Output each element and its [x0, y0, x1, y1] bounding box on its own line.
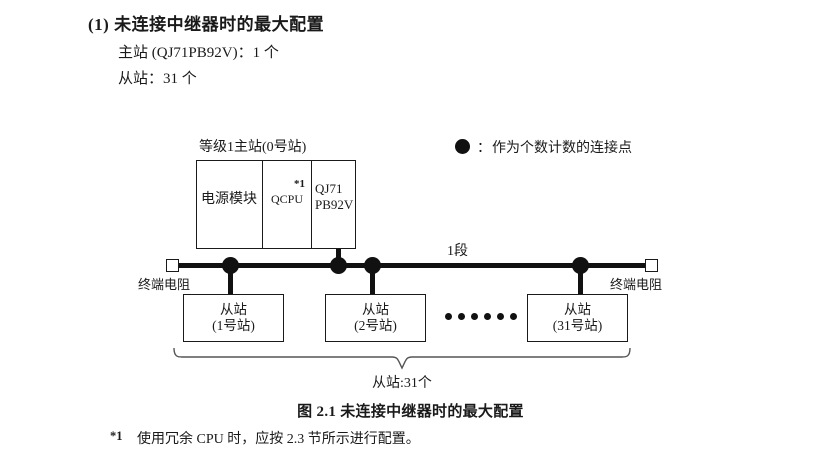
- slave-station-number: (2号站): [354, 318, 397, 333]
- legend-colon: ：: [477, 141, 491, 156]
- connection-node: [330, 257, 347, 274]
- ellipsis-dot: [510, 313, 517, 320]
- slave-drop-lead: [578, 265, 583, 295]
- terminal-resistor-left-icon: [166, 259, 179, 272]
- rack-divider-1: [262, 160, 263, 249]
- footnote-marker: *1: [110, 429, 123, 443]
- legend-connection-point-icon: [455, 139, 470, 154]
- slave-range-brace: [173, 348, 631, 370]
- slave-station-name: 从站: [564, 302, 591, 317]
- ellipsis-dot: [445, 313, 452, 320]
- power-supply-module-label: 电源模块: [201, 192, 257, 207]
- terminal-resistor-right-label: 终端电阻: [610, 277, 663, 292]
- terminal-resistor-left-label: 终端电阻: [138, 277, 191, 292]
- slave-drop-lead: [370, 265, 375, 295]
- slave-station-box: 从站 (1号站): [183, 294, 284, 342]
- slave-drop-lead: [228, 265, 233, 295]
- ellipsis-dot: [471, 313, 478, 320]
- ellipsis-dot: [484, 313, 491, 320]
- slave-station-box: 从站 (2号站): [325, 294, 426, 342]
- ellipsis-dots: [445, 313, 517, 320]
- slave-station-number: (31号站): [552, 318, 603, 333]
- slave-station-box: 从站 (31号站): [527, 294, 628, 342]
- rack-divider-2: [311, 160, 312, 249]
- master-module-label-line2: PB92V: [315, 197, 354, 212]
- segment-label: 1段: [447, 244, 468, 259]
- terminal-resistor-right-icon: [645, 259, 658, 272]
- master-module-label: QJ71 PB92V: [315, 181, 353, 213]
- figure-caption: 图 2.1 未连接中继器时的最大配置: [297, 404, 524, 420]
- master-rack-outline: [196, 160, 356, 249]
- bus-trunk-line: [172, 263, 652, 268]
- slave-station-name: 从站: [362, 302, 389, 317]
- slave-range-label: 从站:31个: [372, 376, 432, 391]
- page-title: (1) 未连接中继器时的最大配置: [88, 15, 325, 34]
- ellipsis-dot: [497, 313, 504, 320]
- ellipsis-dot: [458, 313, 465, 320]
- footnote-text: 使用冗余 CPU 时，应按 2.3 节所示进行配置。: [137, 432, 420, 447]
- slave-station-name: 从站: [220, 302, 247, 317]
- qcpu-footnote-marker: *1: [294, 178, 305, 190]
- master-station-caption: 等级1主站(0号站): [199, 140, 307, 155]
- master-module-label-line1: QJ71: [315, 181, 343, 196]
- slave-station-number: (1号站): [212, 318, 255, 333]
- spec-slave-count: 从站：31 个: [118, 71, 197, 87]
- qcpu-module-label: QCPU: [270, 192, 303, 206]
- legend-label: 作为个数计数的连接点: [492, 141, 632, 156]
- spec-master-count: 主站 (QJ71PB92V)：1 个: [118, 45, 279, 61]
